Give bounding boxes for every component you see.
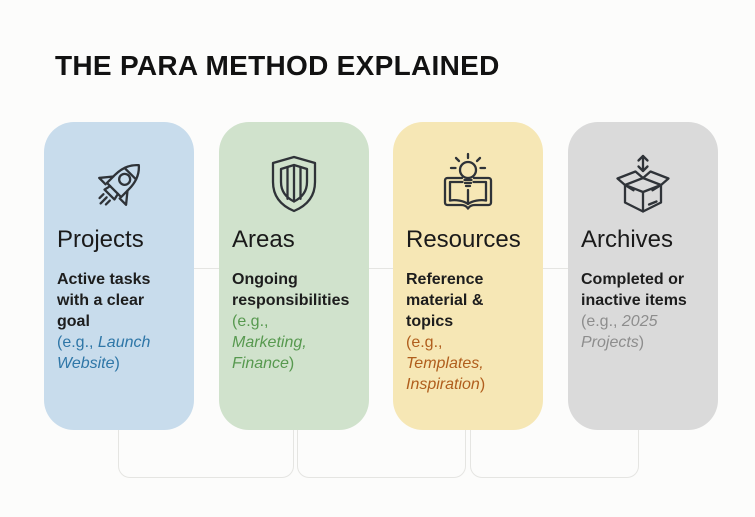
example-text: 2025 Projects (581, 313, 658, 351)
card-archives: Archives Completed or inactive items (e.… (568, 122, 718, 430)
card-title: Projects (57, 226, 144, 253)
open-box-icon (611, 152, 675, 216)
card-projects: Projects Active tasks with a clear goal … (44, 122, 194, 430)
card-areas: Areas Ongoing responsibilities (e.g., Ma… (219, 122, 369, 430)
example-text: Marketing, Finance (232, 334, 307, 372)
card-description: Completed or inactive items (581, 271, 687, 309)
card-example: (e.g., Launch Website) (57, 332, 181, 374)
example-prefix: (e.g., (232, 313, 269, 330)
shield-icon (262, 152, 326, 216)
example-suffix: ) (114, 355, 120, 372)
example-suffix: ) (638, 334, 645, 351)
example-prefix: (e.g., (57, 334, 98, 351)
card-description: Active tasks with a clear goal (57, 271, 151, 330)
example-text: Templates, Inspiration (406, 355, 484, 393)
book-lightbulb-icon (436, 152, 500, 216)
card-title: Resources (406, 226, 521, 253)
card-example: (e.g., 2025 Projects) (581, 311, 705, 353)
rocket-icon (87, 152, 151, 216)
example-prefix: (e.g., (406, 334, 443, 351)
card-description: Ongoing responsibilities (232, 271, 350, 309)
card-title: Archives (581, 226, 674, 253)
card-description: Reference material & topics (406, 271, 484, 330)
card-example: (e.g., Marketing, Finance) (232, 311, 356, 374)
card-title: Areas (232, 226, 295, 253)
card-example: (e.g., Templates, Inspiration) (406, 332, 530, 395)
example-text: Launch Website (57, 334, 151, 372)
page-title: THE PARA METHOD EXPLAINED (55, 50, 500, 81)
example-suffix: ) (288, 355, 295, 372)
card-resources: Resources Reference material & topics (e… (393, 122, 543, 430)
example-prefix: (e.g., (581, 313, 622, 330)
example-suffix: ) (479, 376, 486, 393)
